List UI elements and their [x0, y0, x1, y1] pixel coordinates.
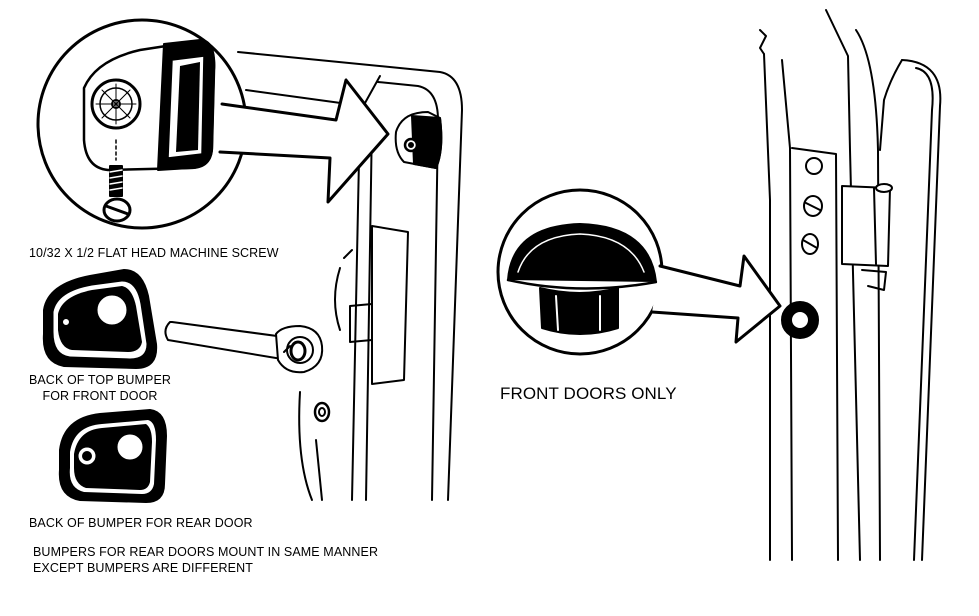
magnifier-detail: [36, 18, 248, 230]
screw-label: 10/32 X 1/2 FLAT HEAD MACHINE SCREW: [29, 246, 279, 260]
mounting-note-line2: EXCEPT BUMPERS ARE DIFFERENT: [33, 561, 253, 575]
pointer-arrow-right: [650, 254, 782, 344]
mounting-note-line1: BUMPERS FOR REAR DOORS MOUNT IN SAME MAN…: [33, 545, 379, 559]
top-bumper-label-line1: BACK OF TOP BUMPER: [28, 373, 172, 387]
front-doors-only-label: FRONT DOORS ONLY: [500, 384, 677, 403]
mounting-note: BUMPERS FOR REAR DOORS MOUNT IN SAME MAN…: [33, 544, 378, 576]
left-door-drawing: [164, 51, 463, 501]
rear-bumper-label: BACK OF BUMPER FOR REAR DOOR: [29, 516, 253, 530]
front-bumper-magnifier: [496, 188, 664, 356]
top-bumper-back: [42, 269, 158, 369]
rear-bumper-back: [58, 409, 167, 503]
pointer-arrow-left: [218, 78, 390, 204]
right-door-jamb: [759, 9, 942, 561]
top-bumper-label-line2: FOR FRONT DOOR: [42, 389, 158, 403]
top-bumper-label: BACK OF TOP BUMPER FOR FRONT DOOR: [20, 372, 180, 404]
